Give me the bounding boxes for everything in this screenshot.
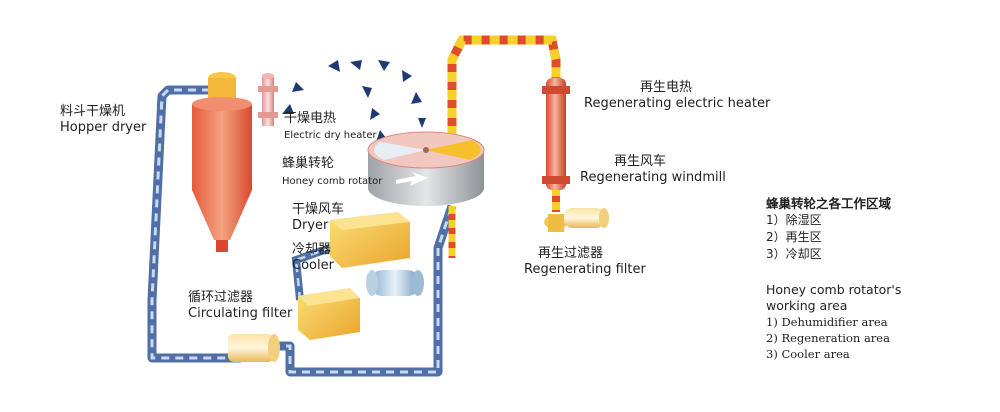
regenerating-windmill-label: 再生风车 Regenerating windmill [580, 154, 726, 186]
dryer-blower [330, 212, 410, 268]
regenerating-windmill-unit [544, 208, 609, 232]
cooler-label: 冷却器 Cooler [292, 242, 334, 274]
honeycomb-rotor [367, 131, 485, 206]
dry-air-arrows [282, 60, 426, 142]
hopper-dryer [192, 72, 252, 252]
cooler-en: Cooler [292, 258, 334, 273]
honeycomb-rotator-en: Honey comb rotator [282, 176, 383, 187]
legend-en-title-line1: Honey comb rotator's [766, 282, 902, 297]
circulating-filter-zh: 循环过滤器 [188, 290, 254, 305]
regenerating-heater-unit [542, 78, 570, 190]
legend-en-item: 1) Dehumidifier area [766, 315, 888, 329]
regenerating-windmill-en: Regenerating windmill [580, 170, 726, 185]
legend-en-item: 3) Cooler area [766, 347, 850, 361]
working-area-legend: 蜂巢转轮之各工作区域 1）除湿区 2）再生区 3）冷却区 [766, 196, 891, 263]
regenerating-heater-label: 再生电热 Regenerating electric heater [584, 80, 770, 112]
hopper-dryer-en: Hopper dryer [60, 120, 147, 135]
regenerating-filter-zh: 再生过滤器 [538, 246, 604, 261]
regenerating-heater-en: Regenerating electric heater [584, 96, 771, 111]
cooler-housing-box [298, 288, 360, 340]
electric-dry-heater-label: 干燥电热 Electric dry heater [284, 111, 377, 142]
circulating-filter-en: Circulating filter [188, 306, 293, 321]
regenerating-filter-label: 再生过滤器 Regenerating filter [524, 246, 646, 278]
circulating-filter-label: 循环过滤器 Circulating filter [188, 290, 292, 322]
legend-zh-title: 蜂巢转轮之各工作区域 [766, 196, 892, 211]
dryer-zh: 干燥风车 [292, 202, 345, 217]
dryer-label: 干燥风车 Dryer [292, 202, 344, 234]
electric-dry-heater-zh: 干燥电热 [284, 111, 337, 126]
legend-en-item: 2) Regeneration area [766, 331, 890, 345]
legend-en-title-line2: working area [766, 298, 848, 313]
hopper-dryer-zh: 料斗干燥机 [60, 104, 126, 119]
hopper-dryer-label: 料斗干燥机 Hopper dryer [60, 104, 146, 136]
regenerating-windmill-zh: 再生风车 [614, 154, 667, 169]
dryer-en: Dryer [292, 218, 329, 233]
regenerating-filter-en: Regenerating filter [524, 262, 646, 277]
cooler-zh: 冷却器 [292, 242, 332, 257]
regenerating-heater-zh: 再生电热 [640, 80, 693, 95]
legend-zh-item: 1）除湿区 [766, 213, 822, 227]
circulating-filter-unit [228, 334, 280, 362]
working-area-legend-en: Honey comb rotator's working area 1) Deh… [766, 282, 901, 362]
honeycomb-rotator-label: 蜂巢转轮 Honey comb rotator [282, 156, 382, 188]
regeneration-air-pipe [447, 35, 561, 258]
legend-zh-item: 2）再生区 [766, 230, 822, 244]
electric-dry-heater-en: Electric dry heater [284, 130, 377, 141]
legend-zh-item: 3）冷却区 [766, 247, 822, 261]
cooler-unit [366, 270, 424, 296]
honeycomb-rotator-zh: 蜂巢转轮 [282, 156, 335, 171]
electric-dry-heater [258, 73, 278, 126]
